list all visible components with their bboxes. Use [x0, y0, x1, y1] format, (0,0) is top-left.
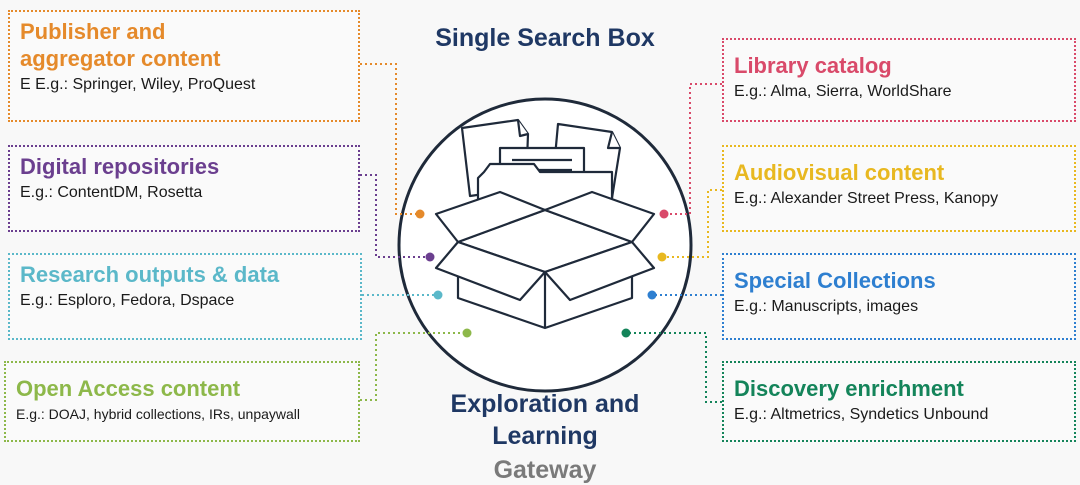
dot-audiovisual: [657, 252, 667, 262]
box-open-access: Open Access content E.g.: DOAJ, hybrid c…: [4, 361, 360, 442]
box-subtitle: E E.g.: Springer, Wiley, ProQuest: [20, 76, 256, 93]
box-digital-repositories: Digital repositories E.g.: ContentDM, Ro…: [8, 145, 360, 232]
box-title: Audiovisual content: [734, 160, 945, 185]
dot-enrichment: [621, 328, 631, 338]
dot-special: [647, 290, 657, 300]
open-box-with-documents-icon: [434, 118, 656, 330]
connector-publisher: [360, 63, 418, 215]
box-title: Library catalog: [734, 53, 892, 78]
dot-digital: [425, 252, 435, 262]
connector-catalog: [666, 83, 722, 215]
dot-research: [433, 290, 443, 300]
box-subtitle: E.g.: DOAJ, hybrid collections, IRs, unp…: [16, 406, 301, 422]
box-audiovisual: Audiovisual content E.g.: Alexander Stre…: [722, 145, 1076, 232]
box-title: Special Collections: [734, 268, 936, 293]
box-subtitle: E.g.: Esploro, Fedora, Dspace: [20, 292, 235, 309]
bottom-title-line3: Gateway: [493, 456, 597, 484]
box-title: Digital repositories: [20, 154, 220, 179]
box-subtitle: E.g.: ContentDM, Rosetta: [20, 184, 203, 201]
box-title: Research outputs & data: [20, 262, 280, 287]
dot-openaccess: [462, 328, 472, 338]
box-subtitle: E.g.: Alma, Sierra, WorldShare: [734, 83, 952, 100]
box-library-catalog: Library catalog E.g.: Alma, Sierra, Worl…: [722, 38, 1076, 122]
box-title: Discovery enrichment: [734, 376, 964, 401]
box-subtitle: E.g.: Altmetrics, Syndetics Unbound: [734, 406, 989, 423]
box-subtitle: E.g.: Alexander Street Press, Kanopy: [734, 190, 999, 207]
box-subtitle: E.g.: Manuscripts, images: [734, 298, 919, 315]
box-title-line1: Publisher and: [20, 19, 166, 44]
bottom-title-line1: Exploration and: [450, 390, 640, 418]
box-publisher-content: Publisher and aggregator content E E.g.:…: [8, 10, 360, 122]
box-discovery-enrichment: Discovery enrichment E.g.: Altmetrics, S…: [722, 361, 1076, 442]
box-title-line2: aggregator content: [20, 46, 221, 71]
connector-enrichment: [628, 332, 722, 403]
bottom-title-line2: Learning: [492, 422, 598, 450]
box-title: Open Access content: [16, 376, 241, 401]
connector-digital: [360, 174, 428, 258]
center-title: Single Search Box: [435, 24, 655, 52]
dot-publisher: [415, 209, 425, 219]
connector-audiovisual: [664, 189, 722, 258]
box-research-outputs: Research outputs & data E.g.: Esploro, F…: [8, 253, 362, 340]
dot-catalog: [659, 209, 669, 219]
box-special-collections: Special Collections E.g.: Manuscripts, i…: [722, 253, 1076, 340]
